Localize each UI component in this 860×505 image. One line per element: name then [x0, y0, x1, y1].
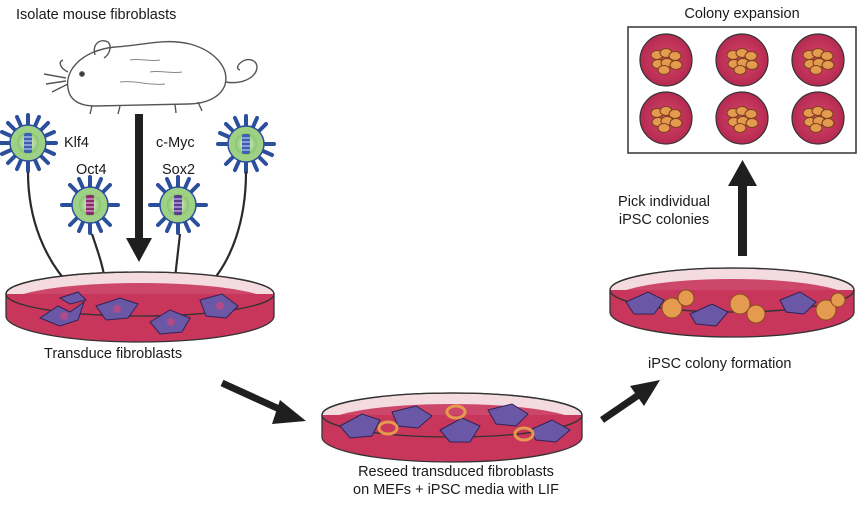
label-colony-expansion: Colony expansion — [684, 6, 800, 22]
virus-cmyc-icon — [216, 114, 276, 174]
colony-well — [639, 33, 693, 87]
mouse-icon — [43, 40, 258, 115]
colony-well — [715, 91, 769, 145]
arrow-icon — [600, 380, 660, 423]
petri-dish-ipsc-formation — [609, 267, 855, 338]
colony-well — [791, 33, 845, 87]
label-sox2: Sox2 — [162, 162, 196, 178]
label-reseed-1: Reseed transduced fibroblasts — [358, 464, 554, 480]
colony-well — [639, 91, 693, 145]
colony-well — [791, 91, 845, 145]
label-ipsc-formation: iPSC colony formation — [648, 356, 792, 372]
colony-well — [715, 33, 769, 87]
arrow-icon — [126, 114, 152, 262]
label-reseed-2: on MEFs + iPSC media with LIF — [353, 482, 559, 498]
label-pick-1: Pick individual — [618, 194, 710, 210]
virus-sox2-icon — [148, 175, 208, 235]
arrow-icon — [220, 379, 306, 424]
label-cmyc: c-Myc — [156, 135, 195, 151]
label-klf4: Klf4 — [64, 135, 89, 151]
virus-oct4-icon — [60, 175, 120, 235]
virus-klf4-icon — [0, 113, 58, 173]
label-pick-2: iPSC colonies — [618, 212, 710, 228]
petri-dish-transduce — [5, 271, 275, 343]
colony-wells — [639, 33, 845, 145]
label-oct4: Oct4 — [76, 162, 107, 178]
petri-dish-reseed — [321, 392, 583, 463]
label-isolate: Isolate mouse fibroblasts — [16, 7, 177, 23]
label-transduce: Transduce fibroblasts — [44, 346, 183, 362]
arrow-icon — [728, 160, 757, 256]
